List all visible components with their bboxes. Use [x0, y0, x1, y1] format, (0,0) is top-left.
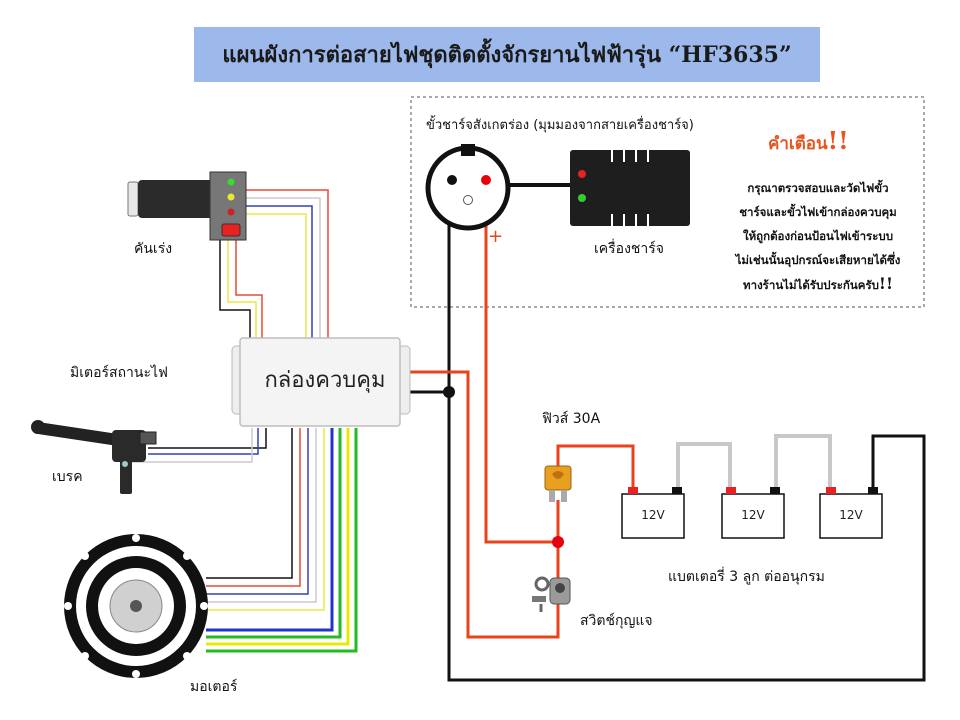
battery-link-1: [676, 442, 732, 490]
charge-port-label: ขั้วชาร์จสังเกตร่อง (มุมมองจากสายเครื่อง…: [426, 118, 694, 133]
warning-end-bang: !!: [878, 274, 893, 293]
controller-box: [231, 337, 411, 427]
title-banner: แผนผังการต่อสายไฟชุดติดตั้งจักรยานไฟฟ้าร…: [194, 27, 820, 82]
throttle-wires: [219, 189, 329, 340]
charger-info-frame: [410, 96, 925, 308]
warning-line: ชาร์จและขั้วไฟเข้ากล่องควบคุม: [739, 205, 897, 219]
battery-link-2: [774, 434, 832, 490]
fuse: [544, 465, 572, 502]
motor-wires: [206, 428, 358, 653]
warning-title-bang: !!: [827, 126, 849, 155]
charge-port[interactable]: [425, 144, 511, 231]
junction-dot-red: [552, 536, 564, 548]
warning-line: ทางร้านไม่ได้รับประกันครับ: [743, 278, 879, 292]
battery-3: [819, 487, 883, 539]
fuse-label: ฟิวส์ 30A: [542, 411, 601, 427]
black-main-wire: [447, 178, 926, 682]
brake-wires: [128, 428, 267, 463]
light-meter-label: มิเตอร์สถานะไฟ: [70, 365, 168, 381]
junction-dot-black: [443, 386, 455, 398]
fuse-to-battery-wire: [556, 444, 635, 490]
charger-red-wire: [484, 180, 558, 544]
key-switch[interactable]: [532, 576, 571, 612]
warning-line: ไม่เช่นนั้นอุปกรณ์จะเสียหายได้ซึ่ง: [735, 253, 901, 267]
charger-label: เครื่องชาร์จ: [594, 241, 664, 257]
battery-2: [721, 487, 785, 539]
throttle-label: คันเร่ง: [134, 241, 173, 257]
battery-1-voltage: 12V: [641, 508, 665, 522]
warning-title: คำเตือน!!: [768, 126, 849, 157]
throttle[interactable]: [127, 171, 247, 241]
motor-label: มอเตอร์: [190, 679, 238, 695]
warning-title-text: คำเตือน: [768, 134, 828, 154]
positive-sign: +: [488, 226, 504, 247]
charger: [570, 150, 690, 226]
battery-3-voltage: 12V: [839, 508, 863, 522]
key-switch-label: สวิตช์กุญแจ: [580, 613, 653, 629]
battery-group-label: แบตเตอรี่ 3 ลูก ต่ออนุกรม: [668, 569, 825, 585]
warning-line-last: ทางร้านไม่ได้รับประกันครับ!!: [700, 272, 936, 297]
warning-line: กรุณาตรวจสอบและวัดไฟขั้ว: [747, 181, 889, 195]
controller-label: กล่องควบคุม: [264, 368, 386, 393]
battery-2-voltage: 12V: [741, 508, 765, 522]
motor: [64, 534, 208, 678]
warning-line: ให้ถูกต้องก่อนป้อนไฟเข้าระบบ: [742, 229, 894, 243]
brake-label: เบรค: [52, 469, 83, 485]
controller-red-wire: [410, 370, 560, 639]
brake-lever[interactable]: [31, 420, 157, 494]
diagram-title: แผนผังการต่อสายไฟชุดติดตั้งจักรยานไฟฟ้าร…: [222, 42, 792, 68]
warning-text: กรุณาตรวจสอบและวัดไฟขั้ว ชาร์จและขั้วไฟเ…: [700, 176, 936, 297]
battery-1: [621, 487, 685, 539]
